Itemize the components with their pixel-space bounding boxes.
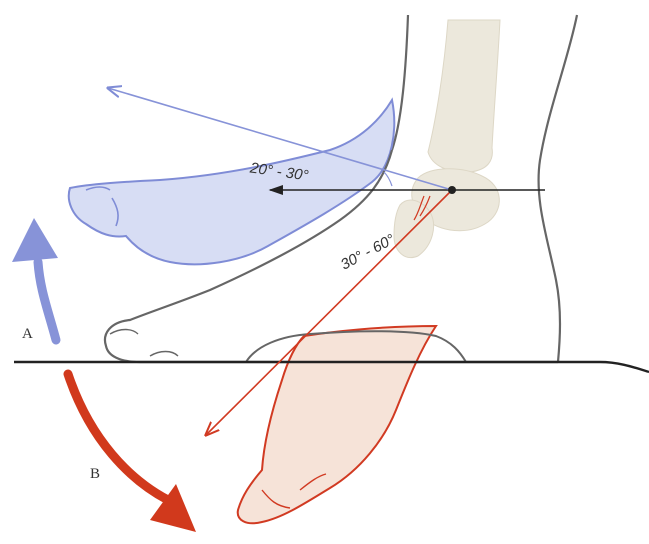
- dorsiflexion-movement-arrow: [38, 262, 56, 340]
- tibia-bone: [428, 20, 500, 172]
- movement-label-b: B: [90, 466, 100, 482]
- movement-label-a: A: [22, 326, 33, 342]
- ankle-joint-point: [448, 186, 456, 194]
- neutral-toe-line: [110, 330, 178, 357]
- plantarflexed-foot: [238, 326, 436, 523]
- dorsiflexion-angle-arc: [384, 172, 392, 186]
- leg-back-outline: [539, 15, 577, 362]
- plantarflexion-movement-arrow: [68, 374, 168, 500]
- dorsiflexion-movement-arrowhead: [12, 218, 58, 262]
